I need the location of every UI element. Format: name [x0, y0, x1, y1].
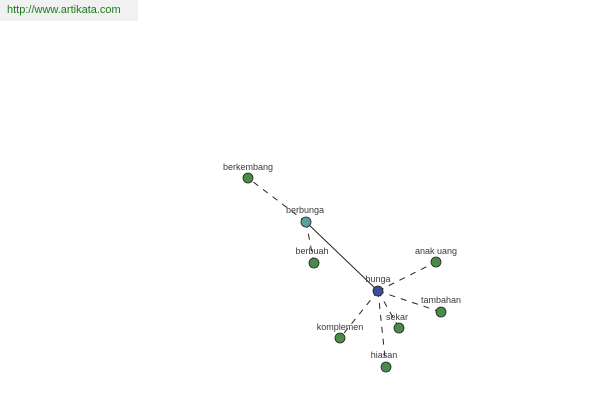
node-label-berkembang[interactable]: berkembang: [223, 162, 273, 172]
node-label-hiasan[interactable]: hiasan: [371, 350, 398, 360]
edge-bunga-komplemen: [339, 290, 379, 339]
node-anak-uang[interactable]: [430, 256, 442, 268]
node-label-tambahan[interactable]: tambahan: [421, 295, 461, 305]
edge-bunga-berbunga: [305, 221, 379, 292]
node-hiasan[interactable]: [380, 361, 392, 373]
node-label-bunga[interactable]: bunga: [365, 274, 390, 284]
edges-layer: [247, 177, 442, 368]
edge-bunga-hiasan: [377, 290, 387, 368]
node-berbuah[interactable]: [308, 257, 320, 269]
labels-layer: bunga berbunga berkembang berbuah anak uang t…: [223, 162, 461, 360]
node-berkembang[interactable]: [242, 172, 254, 184]
node-label-komplemen[interactable]: komplemen: [317, 322, 364, 332]
node-label-berbuah[interactable]: berbuah: [295, 246, 328, 256]
node-komplemen[interactable]: [334, 332, 346, 344]
node-berbunga[interactable]: [300, 216, 312, 228]
site-url[interactable]: http://www.artikata.com: [0, 0, 138, 21]
nodes-layer: [242, 172, 447, 373]
node-label-berbunga[interactable]: berbunga: [286, 205, 324, 215]
node-tambahan[interactable]: [435, 306, 447, 318]
node-label-sekar[interactable]: sekar: [386, 312, 408, 322]
node-sekar[interactable]: [393, 322, 405, 334]
node-label-anak-uang[interactable]: anak uang: [415, 246, 457, 256]
node-bunga[interactable]: [372, 285, 384, 297]
edge-bunga-sekar: [377, 290, 400, 329]
edge-berbunga-berkembang: [247, 177, 307, 223]
